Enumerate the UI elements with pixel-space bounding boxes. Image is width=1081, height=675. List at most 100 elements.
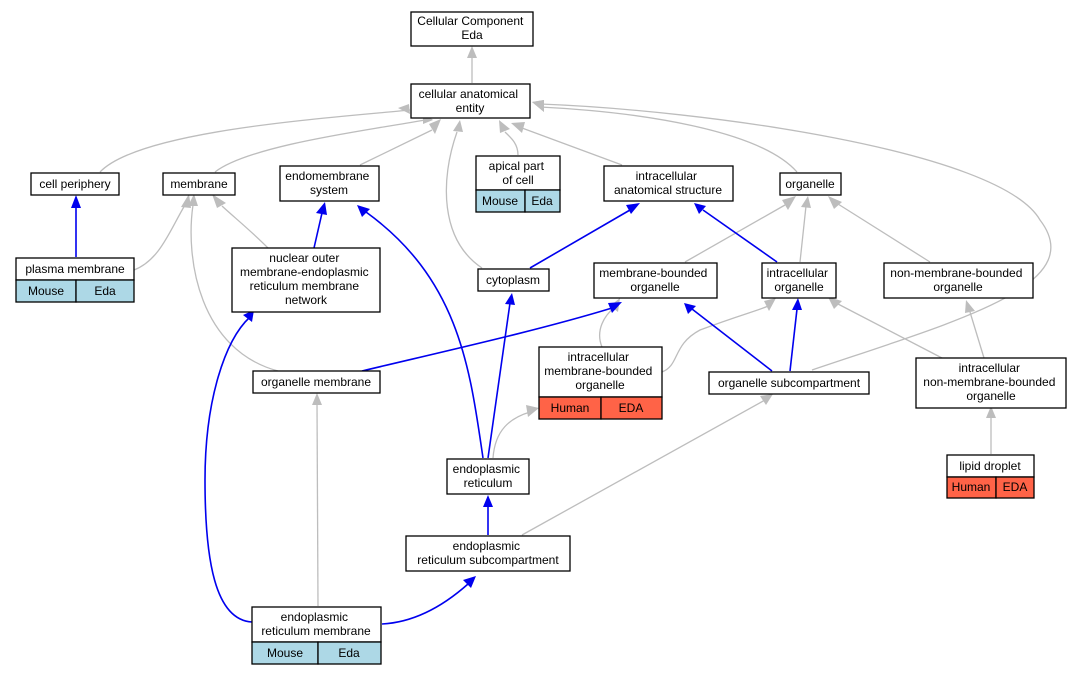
node-box <box>405 535 571 572</box>
arrowhead <box>764 298 776 311</box>
edge-cell-periphery-to-cae <box>99 109 411 173</box>
node-box <box>410 11 534 47</box>
label-line: organelle <box>630 280 680 294</box>
node-label: cell periphery <box>39 177 110 191</box>
arrowhead <box>483 495 493 507</box>
node-label: lipid droplet <box>959 459 1021 473</box>
node-intracellular-non-membrane-bounded-organelle[interactable]: intracellular non-membrane-bounded organ… <box>915 357 1067 409</box>
node-box <box>252 370 381 394</box>
node-cytoplasm[interactable]: cytoplasm <box>477 268 550 292</box>
node-box <box>446 458 530 495</box>
arrowhead <box>181 194 191 208</box>
node-membrane-bounded-organelle[interactable]: membrane-bounded organelle <box>593 262 718 299</box>
arrowhead <box>453 120 463 132</box>
label-line: organelle <box>774 280 824 294</box>
arrowhead <box>499 120 510 133</box>
edge-organelle-subcompartment-partof-intra-organelle <box>789 308 798 372</box>
annotation-gene: Eda <box>531 194 553 208</box>
annotation-cell-gene <box>317 641 382 665</box>
edge-inmbo-to-intra-organelle <box>837 303 943 359</box>
edge-imbo-to-intra-organelle <box>661 305 769 373</box>
node-non-membrane-bounded-organelle[interactable]: non-membrane-bounded organelle <box>883 262 1034 299</box>
node-intracellular-membrane-bounded-organelle[interactable]: intracellular membrane-bounded organelle… <box>538 346 663 420</box>
arrowhead <box>511 122 525 133</box>
node-cell-periphery[interactable]: cell periphery <box>30 172 120 196</box>
node-box <box>538 346 663 398</box>
node-organelle-membrane[interactable]: organelle membrane <box>252 370 381 394</box>
edge-organelle-subcompartment-partof-mbo <box>691 308 773 372</box>
node-box <box>477 268 550 292</box>
node-box <box>603 165 734 202</box>
node-label: organelle subcompartment <box>718 376 861 390</box>
node-cellular-component-eda[interactable]: Cellular Component Eda <box>410 11 534 47</box>
node-lipid-droplet[interactable]: lipid droplet Human EDA <box>946 454 1035 499</box>
node-label: apical part of cell <box>489 159 548 187</box>
node-organelle-subcompartment[interactable]: organelle subcompartment <box>708 371 870 395</box>
arrowhead <box>626 203 640 214</box>
node-intracellular-organelle[interactable]: intracellular organelle <box>761 262 837 299</box>
node-endoplasmic-reticulum[interactable]: endoplasmic reticulum <box>446 458 530 495</box>
node-er-subcompartment[interactable]: endoplasmic reticulum subcompartment <box>405 535 571 572</box>
edge-mbo-to-organelle <box>684 204 786 263</box>
label-line: intracellular <box>636 169 697 183</box>
arrowhead <box>188 194 198 206</box>
arrowhead <box>608 302 622 313</box>
node-er-membrane[interactable]: endoplasmic reticulum membrane Mouse Eda <box>251 606 382 665</box>
node-box <box>231 247 381 313</box>
label-line: network <box>285 293 328 307</box>
label-line: cell periphery <box>39 177 110 191</box>
edge-intra-organelle-partof-ias <box>702 209 778 263</box>
label-line: reticulum membrane <box>261 624 371 638</box>
arrowhead <box>526 405 539 417</box>
label-line: organelle <box>575 378 625 392</box>
arrowhead <box>782 196 796 210</box>
label-line: organelle subcompartment <box>718 376 861 390</box>
edge-er-partof-cytoplasm <box>487 302 511 459</box>
edge-cytoplasm-partof-ias <box>529 209 631 269</box>
arrowhead <box>357 205 370 217</box>
arrowhead <box>965 300 975 313</box>
label-line: reticulum subcompartment <box>417 553 559 567</box>
annotation-species: Human <box>551 401 590 415</box>
label-line: endoplasmic <box>281 610 348 624</box>
node-label: intracellular organelle <box>767 266 832 294</box>
node-box <box>251 606 382 643</box>
annotation-gene: Eda <box>338 646 360 660</box>
node-label: membrane-bounded organelle <box>599 266 710 294</box>
arrowhead <box>312 393 322 405</box>
label-line: lipid droplet <box>959 459 1021 473</box>
node-intracellular-anatomical-structure[interactable]: intracellular anatomical structure <box>603 165 734 202</box>
label-line: anatomical structure <box>614 183 722 197</box>
arrowhead <box>828 297 842 309</box>
node-box <box>475 155 561 191</box>
edge-imbo-to-mbo <box>599 307 615 348</box>
arrowhead <box>212 194 226 208</box>
annotation-species: Mouse <box>267 646 303 660</box>
label-line: membrane-endoplasmic <box>240 265 369 279</box>
annotation-gene: EDA <box>1003 480 1028 494</box>
node-box <box>279 165 380 202</box>
node-nuclear-outer-membrane-er-network[interactable]: nuclear outer membrane-endoplasmic retic… <box>231 247 381 313</box>
label-line: organelle membrane <box>261 375 371 389</box>
node-box <box>708 371 870 395</box>
annotation-species: Human <box>952 480 991 494</box>
edge-organelle-membrane-partof-mbo <box>361 307 613 372</box>
node-endomembrane-system[interactable]: endomembrane system <box>279 165 380 202</box>
graph-nodes: Cellular Component Eda cellular anatomic… <box>15 11 1067 665</box>
node-plasma-membrane[interactable]: plasma membrane Mouse Eda <box>15 257 135 303</box>
node-label: membrane <box>170 177 228 191</box>
node-cellular-anatomical-entity[interactable]: cellular anatomical entity <box>410 83 531 119</box>
node-label: Cellular Component Eda <box>417 14 526 42</box>
label-line: of cell <box>502 173 533 187</box>
arrowhead <box>801 196 811 208</box>
node-label: nuclear outer membrane-endoplasmic retic… <box>240 251 372 307</box>
edge-cytoplasm-to-cae <box>445 131 483 269</box>
label-line: cytoplasm <box>486 273 540 287</box>
edge-intra-organelle-to-organelle <box>799 205 807 263</box>
node-organelle[interactable]: organelle <box>779 172 842 196</box>
node-membrane[interactable]: membrane <box>162 172 236 196</box>
arrowhead <box>505 293 515 305</box>
node-box <box>779 172 842 196</box>
node-apical-part-of-cell[interactable]: apical part of cell Mouse Eda <box>475 155 561 213</box>
node-label: organelle <box>785 177 835 191</box>
